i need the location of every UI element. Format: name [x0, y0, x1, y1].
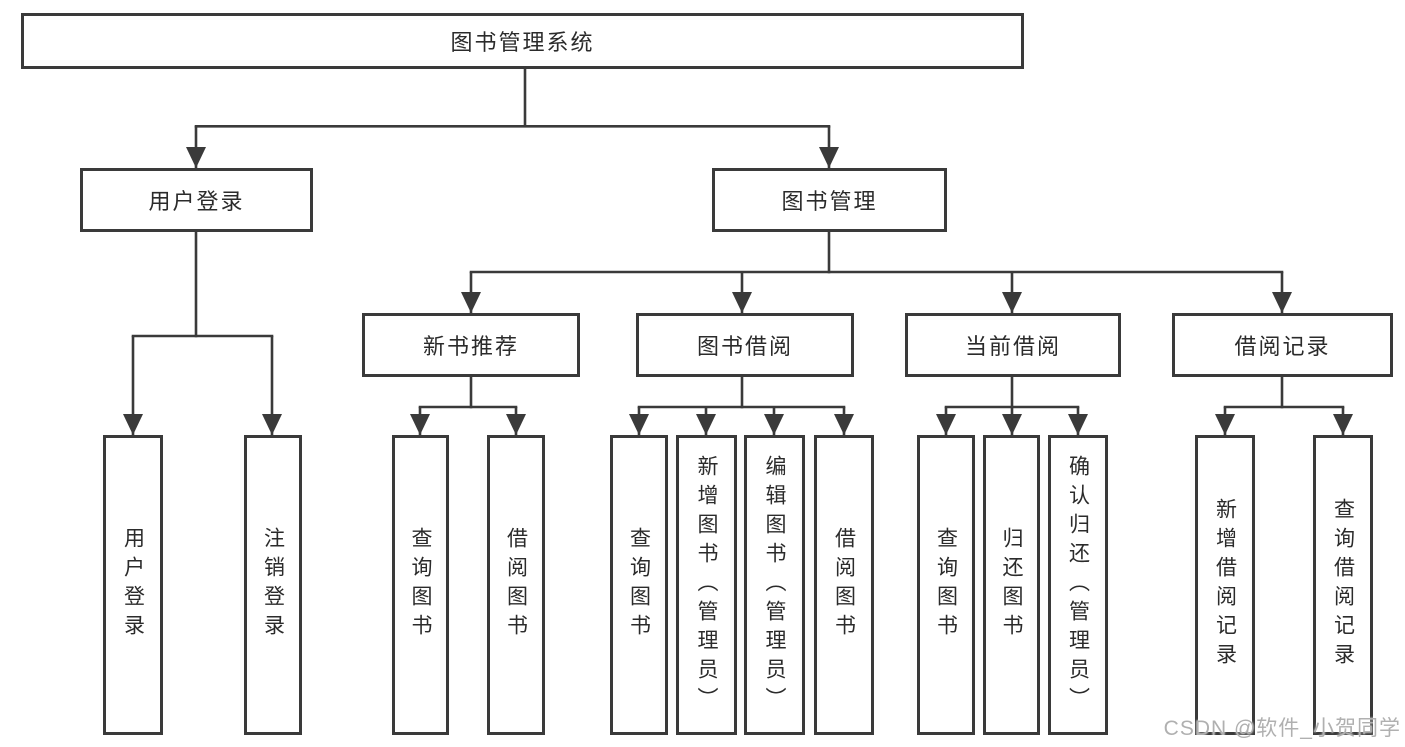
leaf-label: 确认归还（管理员）: [1066, 454, 1090, 716]
csdn-watermark: CSDN @软件_小贺同学: [1163, 717, 1401, 740]
leaf-query-borrow-record: 查询借阅记录: [1313, 435, 1373, 735]
leaf-query-books-recommend: 查询图书: [392, 435, 449, 735]
connector-borrow-records-children: [1215, 377, 1353, 435]
leaf-label: 借阅图书: [504, 527, 528, 643]
leaf-label: 查询图书: [627, 527, 651, 643]
node-library-management-system: 图书管理系统: [21, 13, 1024, 69]
leaf-user-login: 用户登录: [103, 435, 163, 735]
node-label: 图书管理: [781, 189, 878, 214]
leaf-add-borrow-record: 新增借阅记录: [1195, 435, 1255, 735]
connector-current-borrow-children: [936, 377, 1088, 435]
leaf-borrow-books: 借阅图书: [814, 435, 874, 735]
leaf-label: 查询图书: [934, 527, 958, 643]
node-label: 图书借阅: [696, 334, 793, 359]
node-label: 新书推荐: [422, 334, 519, 359]
connector-root-to-level2: [186, 69, 839, 168]
leaf-edit-books-admin: 编辑图书（管理员）: [744, 435, 805, 735]
node-new-book-recommend: 新书推荐: [362, 313, 580, 377]
leaf-label: 新增借阅记录: [1213, 498, 1237, 672]
connector-new-book-recommend-children: [410, 377, 526, 435]
leaf-label: 查询借阅记录: [1331, 498, 1355, 672]
leaf-label: 用户登录: [121, 527, 145, 643]
node-book-borrow: 图书借阅: [636, 313, 854, 377]
leaf-label: 注销登录: [261, 527, 285, 643]
leaf-query-books-current: 查询图书: [917, 435, 975, 735]
leaf-confirm-return-admin: 确认归还（管理员）: [1048, 435, 1108, 735]
leaf-label: 借阅图书: [832, 527, 856, 643]
node-label: 用户登录: [148, 189, 245, 214]
node-current-borrow: 当前借阅: [905, 313, 1121, 377]
leaf-label: 新增图书（管理员）: [695, 454, 718, 716]
node-book-management: 图书管理: [712, 168, 947, 232]
leaf-label: 归还图书: [1000, 527, 1023, 643]
connector-book-borrow-children: [629, 377, 854, 435]
node-user-login: 用户登录: [80, 168, 313, 232]
leaf-borrow-books-recommend: 借阅图书: [487, 435, 545, 735]
leaf-query-books-borrow: 查询图书: [610, 435, 668, 735]
node-label: 当前借阅: [964, 334, 1061, 359]
leaf-return-books: 归还图书: [983, 435, 1040, 735]
leaf-add-books-admin: 新增图书（管理员）: [676, 435, 737, 735]
node-label: 借阅记录: [1234, 334, 1331, 359]
node-borrow-records: 借阅记录: [1172, 313, 1393, 377]
leaf-label: 查询图书: [409, 527, 432, 643]
connector-book-management-children: [461, 232, 1292, 313]
connector-user-login-children: [123, 232, 282, 435]
leaf-logout: 注销登录: [244, 435, 302, 735]
node-label: 图书管理系统: [450, 30, 595, 55]
leaf-label: 编辑图书（管理员）: [763, 454, 786, 716]
